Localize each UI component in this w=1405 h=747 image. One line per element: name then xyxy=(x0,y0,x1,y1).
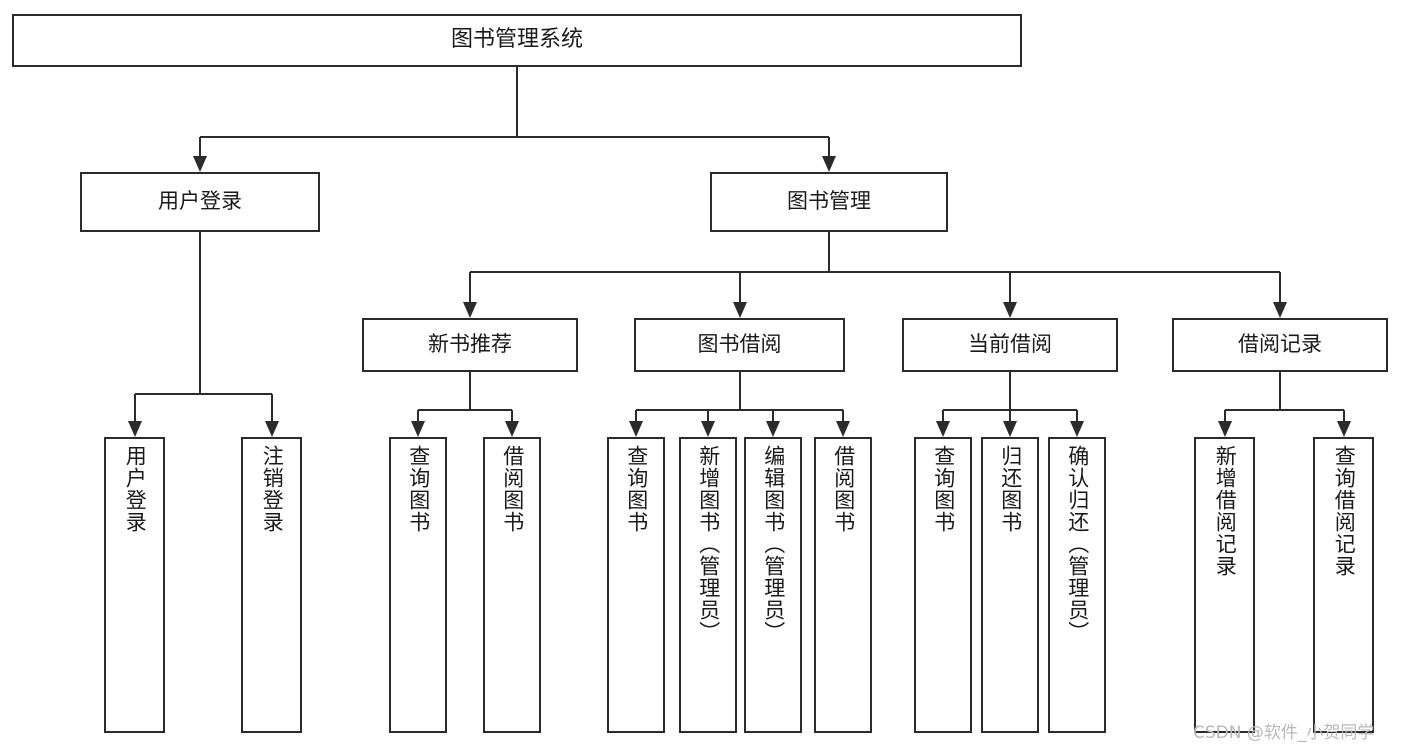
arrowhead-icon xyxy=(463,302,477,318)
arrowhead-icon xyxy=(936,421,950,437)
node-leaf-add-book: 新增图书（管理员） xyxy=(679,437,737,733)
connector-vertical xyxy=(1279,372,1281,410)
connector-vertical xyxy=(1223,410,1226,421)
node-leaf-borrow-book-1: 借阅图书 xyxy=(483,437,541,733)
connector-vertical xyxy=(738,272,741,302)
node-leaf-logout: 注销登录 xyxy=(241,437,302,733)
connector-horizontal xyxy=(636,409,843,411)
node-label: 新书推荐 xyxy=(428,332,512,357)
node-label: 用户登录 xyxy=(158,189,242,214)
node-label: 当前借阅 xyxy=(968,332,1052,357)
node-book-manage: 图书管理 xyxy=(710,172,948,232)
connector-vertical xyxy=(511,410,513,421)
arrowhead-icon xyxy=(1070,421,1084,437)
node-label: 查询借阅记录 xyxy=(1332,445,1357,577)
connector-vertical xyxy=(828,137,830,156)
node-label: 新增图书（管理员） xyxy=(696,445,721,643)
connector-vertical xyxy=(942,410,944,421)
arrowhead-icon xyxy=(264,421,279,437)
connector-vertical xyxy=(1009,272,1011,302)
connector-horizontal xyxy=(1224,409,1344,411)
node-leaf-user-login: 用户登录 xyxy=(104,437,165,733)
connector-horizontal xyxy=(134,393,272,395)
connector-vertical xyxy=(1342,410,1345,421)
node-leaf-return-book: 归还图书 xyxy=(981,437,1039,733)
arrowhead-icon xyxy=(836,421,850,437)
arrowhead-icon xyxy=(822,156,836,172)
connector-horizontal xyxy=(418,409,512,411)
connector-vertical xyxy=(469,272,471,302)
connector-vertical xyxy=(417,410,419,421)
arrowhead-icon xyxy=(1217,421,1232,437)
connector-vertical xyxy=(772,410,774,421)
node-label: 查询图书 xyxy=(931,445,956,533)
arrowhead-icon xyxy=(193,156,207,172)
arrowhead-icon xyxy=(1273,302,1287,318)
node-leaf-confirm-return: 确认归还（管理员） xyxy=(1048,437,1106,733)
arrowhead-icon xyxy=(411,421,425,437)
node-label: 编辑图书（管理员） xyxy=(761,445,786,643)
connector-vertical xyxy=(199,137,201,156)
connector-vertical xyxy=(1009,410,1011,421)
node-label: 借阅图书 xyxy=(831,445,856,533)
connector-vertical xyxy=(635,410,637,421)
node-book-borrow: 图书借阅 xyxy=(634,318,845,372)
node-label: 借阅记录 xyxy=(1238,332,1322,357)
node-label: 确认归还（管理员） xyxy=(1065,445,1090,643)
arrowhead-icon xyxy=(701,421,715,437)
node-root: 图书管理系统 xyxy=(12,14,1022,67)
connector-vertical xyxy=(738,372,741,410)
node-label: 用户登录 xyxy=(123,445,148,533)
connector-vertical xyxy=(1009,372,1011,410)
connector-vertical xyxy=(1076,410,1078,421)
connector-vertical xyxy=(707,410,709,421)
arrowhead-icon xyxy=(505,421,519,437)
arrowhead-icon xyxy=(1003,302,1017,318)
node-borrow-record: 借阅记录 xyxy=(1172,318,1388,372)
arrowhead-icon xyxy=(1003,421,1017,437)
connector-horizontal xyxy=(470,271,1280,273)
node-label: 查询图书 xyxy=(406,445,431,533)
node-current-borrow: 当前借阅 xyxy=(902,318,1118,372)
arrowhead-icon xyxy=(766,421,780,437)
node-label: 查询图书 xyxy=(624,445,649,533)
connector-vertical xyxy=(133,394,136,421)
node-label: 图书借阅 xyxy=(697,332,782,357)
node-label: 注销登录 xyxy=(260,445,285,533)
node-leaf-query-book-3: 查询图书 xyxy=(914,437,972,733)
connector-vertical xyxy=(842,410,844,421)
connector-vertical xyxy=(516,67,518,137)
node-label: 新增借阅记录 xyxy=(1213,445,1238,577)
arrowhead-icon xyxy=(127,421,142,437)
node-label: 借阅图书 xyxy=(500,445,525,533)
node-leaf-query-book-2: 查询图书 xyxy=(607,437,665,733)
node-label: 归还图书 xyxy=(998,445,1023,533)
node-leaf-query-book-1: 查询图书 xyxy=(389,437,447,733)
arrowhead-icon xyxy=(629,421,643,437)
node-leaf-borrow-book-2: 借阅图书 xyxy=(814,437,872,733)
node-label: 图书管理 xyxy=(787,189,871,214)
connector-vertical xyxy=(270,394,273,421)
node-user-login: 用户登录 xyxy=(80,172,320,232)
node-leaf-query-record: 查询借阅记录 xyxy=(1313,437,1374,733)
node-new-book-recommend: 新书推荐 xyxy=(362,318,578,372)
connector-vertical xyxy=(828,232,830,272)
connector-vertical xyxy=(469,372,471,410)
connector-vertical xyxy=(199,232,201,394)
node-label: 图书管理系统 xyxy=(450,27,583,53)
node-leaf-edit-book: 编辑图书（管理员） xyxy=(744,437,802,733)
connector-horizontal xyxy=(200,136,829,138)
arrowhead-icon xyxy=(1336,421,1351,437)
connector-vertical xyxy=(1279,272,1281,302)
arrowhead-icon xyxy=(732,302,747,318)
node-leaf-add-record: 新增借阅记录 xyxy=(1194,437,1255,733)
